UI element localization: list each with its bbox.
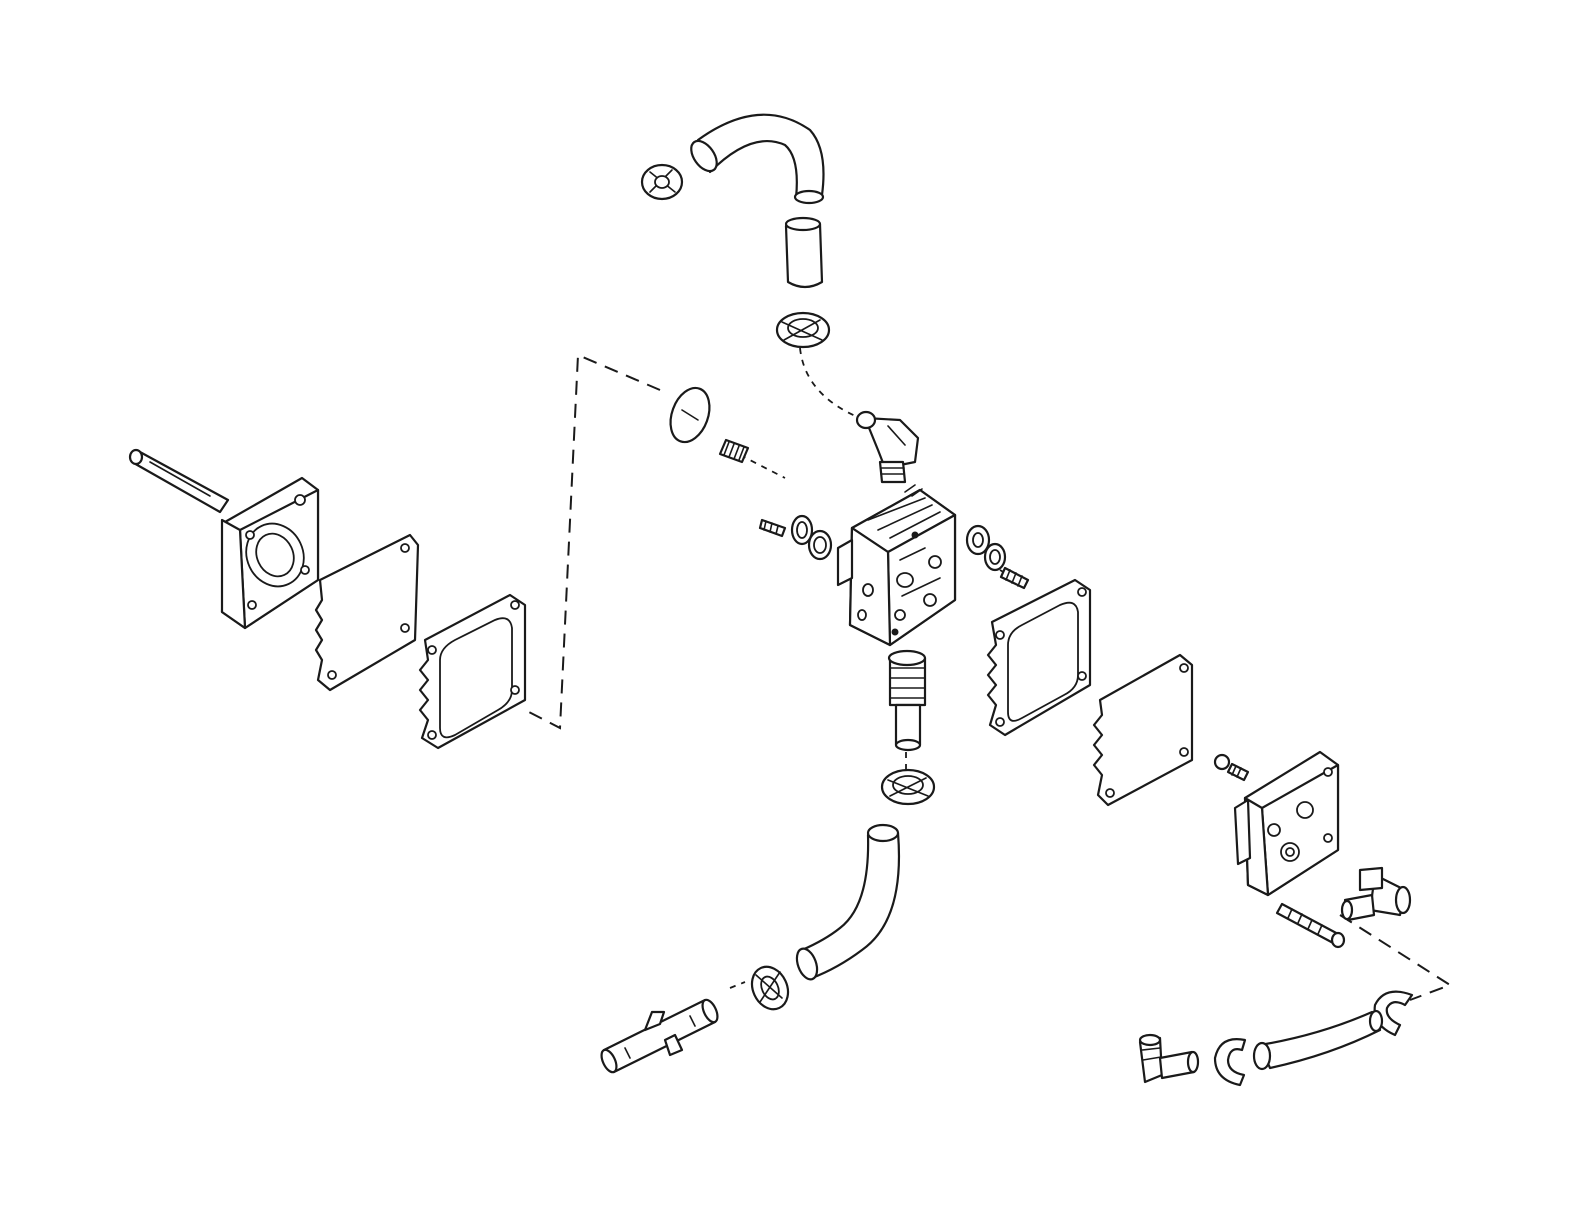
right-hose	[1252, 1009, 1384, 1071]
right-diaphragm	[1092, 653, 1194, 807]
right-elbow-fitting	[1340, 866, 1412, 922]
right-o-rings	[965, 524, 1007, 572]
left-gasket	[418, 593, 527, 750]
lower-right-elbow-fitting	[1138, 1033, 1200, 1084]
cover-long-bolt	[1275, 902, 1346, 949]
upper-hose-clamp	[640, 163, 684, 201]
t-fitting	[600, 998, 719, 1074]
center-nipple-fitting	[887, 649, 927, 752]
left-valve-screw	[758, 518, 787, 538]
cover-bolts	[1213, 753, 1250, 782]
right-cover	[1233, 750, 1340, 897]
left-cover-with-stud	[128, 448, 320, 630]
check-valve-spring	[718, 438, 750, 464]
upper-hose-sleeve	[784, 216, 824, 289]
pump-body	[836, 484, 957, 647]
lower-hose-clamp	[750, 965, 790, 1011]
upper-elbow-fitting	[855, 410, 920, 484]
right-hose-clamp	[1373, 990, 1414, 1037]
lower-curved-hose	[795, 823, 901, 981]
right-valve-screw	[999, 566, 1030, 590]
center-hose-clip	[880, 768, 936, 806]
check-valve-disc	[669, 386, 711, 444]
left-o-rings	[790, 514, 833, 561]
upper-elbow-hose	[690, 113, 825, 205]
right-gasket	[986, 578, 1092, 737]
upper-hose-clip	[775, 311, 831, 349]
right-small-clamp	[1213, 1038, 1247, 1087]
left-diaphragm	[314, 533, 420, 692]
